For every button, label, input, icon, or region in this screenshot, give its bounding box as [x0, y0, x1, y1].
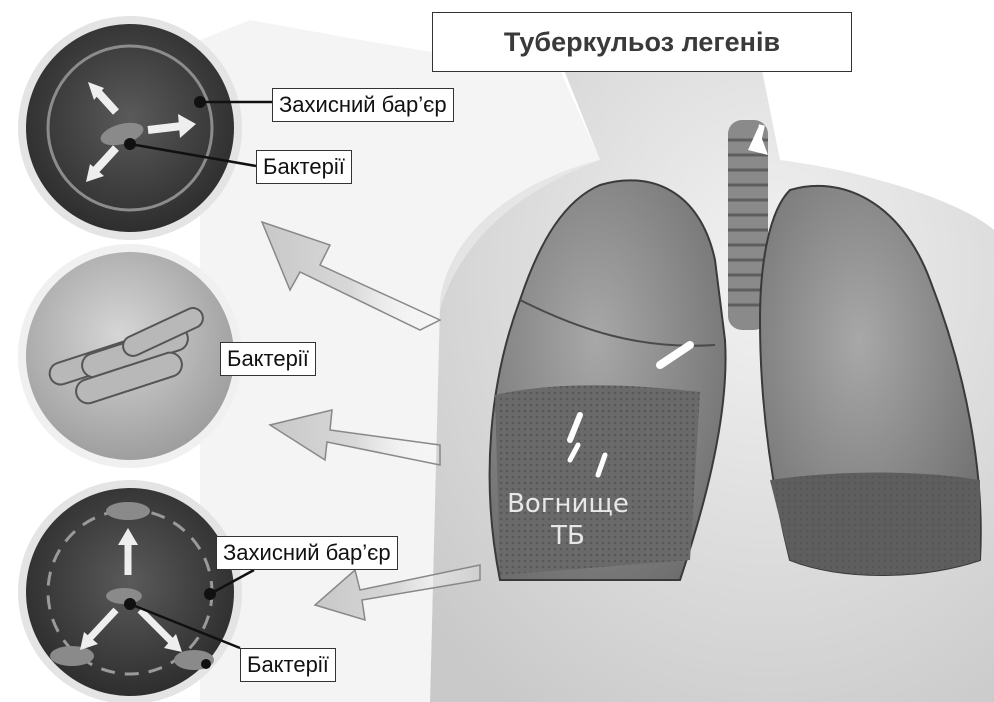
middle-panel-disc: [18, 244, 242, 468]
middle-bacteria-label: Бактерії: [220, 342, 316, 376]
tb-focus-label: Вогнище ТБ: [478, 488, 658, 552]
bottom-bacteria-label: Бактерії: [240, 648, 336, 682]
diagram-title: Туберкульоз легенів: [432, 12, 852, 72]
top-bacteria-label: Бактерії: [256, 150, 352, 184]
tb-focus-line2: ТБ: [478, 520, 658, 552]
tb-focus-line1: Вогнище: [478, 488, 658, 520]
top-barrier-label: Захисний бар’єр: [272, 88, 454, 122]
bottom-barrier-label: Захисний бар’єр: [216, 536, 398, 570]
